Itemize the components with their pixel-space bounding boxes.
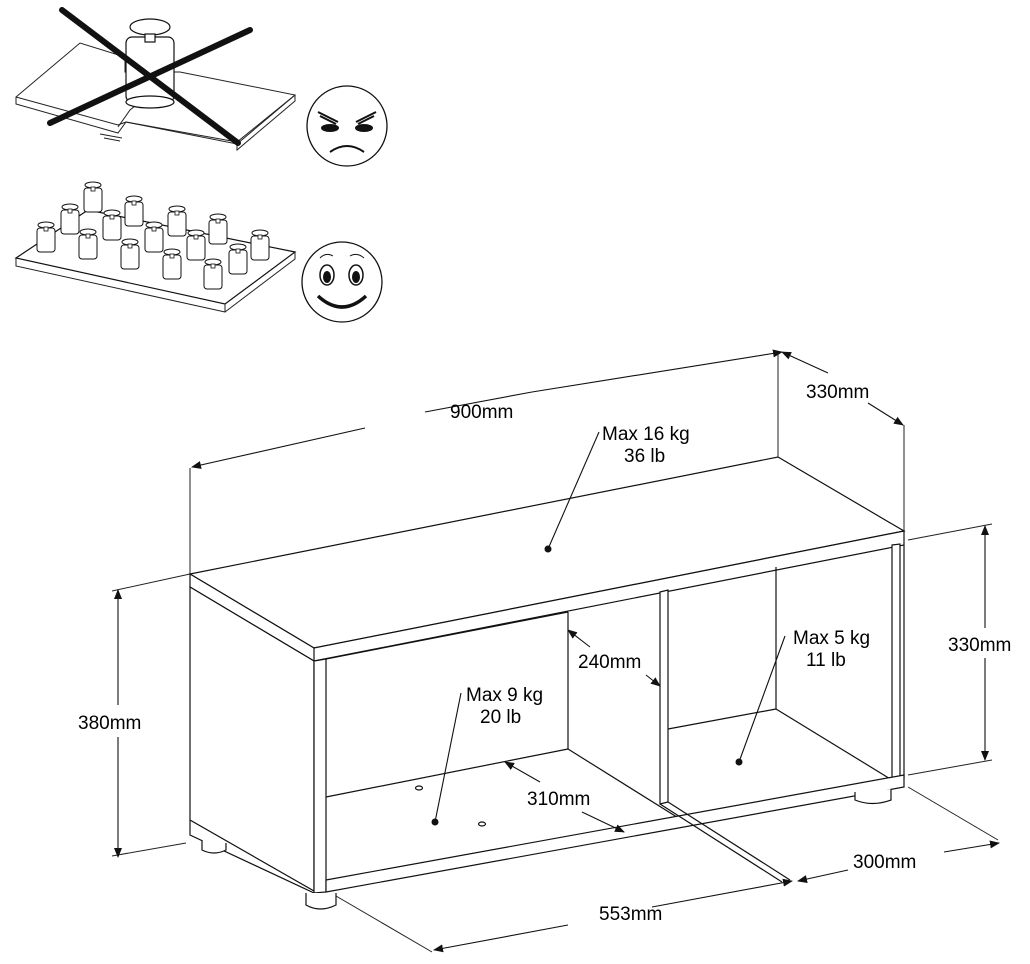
small-weight [83,181,103,213]
small-weight [186,229,206,261]
bottom-shelf-edge [325,774,905,893]
total-height-label: 380mm [78,713,141,734]
bad-load-illustration [15,7,388,167]
right-load-lb: 11 lb [806,650,846,671]
small-weight [167,205,187,237]
small-weight [144,221,164,253]
width-label: 900mm [450,402,513,423]
small-weight [208,213,228,245]
load-point-top [544,545,552,553]
small-weight [203,258,223,290]
small-weight [78,228,98,260]
right-load-kg: Max 5 kg [793,628,870,649]
small-weight [228,243,248,275]
top-load-kg: Max 16 kg [602,424,690,445]
inner-height-label: 330mm [948,635,1011,656]
left-compartment-width-label: 553mm [599,904,662,925]
right-compartment-width-label: 300mm [853,852,916,873]
top-load-lb: 36 lb [624,446,665,467]
shelf-depth-label: 310mm [527,789,590,810]
load-point-left [431,818,439,826]
load-point-right [735,758,743,766]
inner-depth-label: 240mm [578,652,641,673]
left-panel-front-edge [313,658,327,894]
small-weight [250,229,270,261]
small-weight [124,195,144,227]
small-weights [36,181,270,290]
dimension-lines [111,349,1000,953]
small-weight [162,248,182,280]
angry-face-icon [306,85,388,167]
small-weight [120,238,140,270]
happy-face-icon [301,241,383,323]
shelf-pin-hole [414,785,424,791]
good-load-illustration [14,181,383,323]
cross-mark-line-2 [47,27,253,126]
top-depth-label: 330mm [806,382,869,403]
small-weight [60,203,80,235]
left-load-kg: Max 9 kg [466,685,543,706]
load-callout-leaders [431,431,786,826]
small-weight [36,221,56,253]
cabinet-drawing [188,456,906,910]
shelf-pin-hole [477,821,487,827]
cabinet-feet [201,789,892,910]
small-weight [102,209,122,241]
right-panel-front-edge [891,543,901,781]
left-load-lb: 20 lb [480,707,521,728]
bent-shelf [15,42,297,152]
middle-divider [659,589,669,805]
